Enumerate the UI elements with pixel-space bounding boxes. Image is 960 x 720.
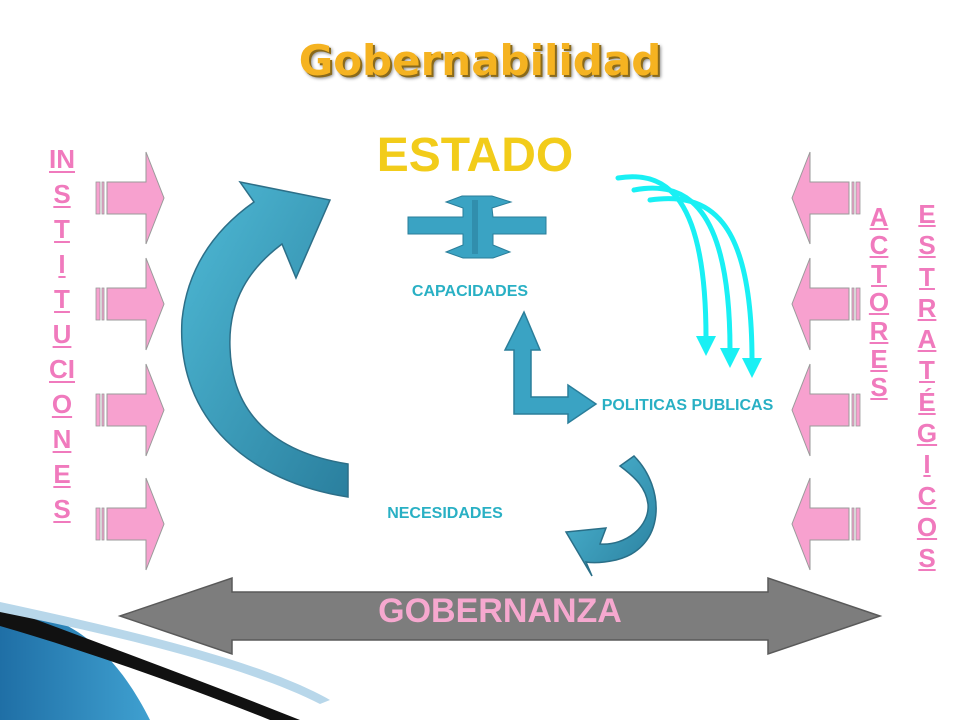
gobernanza-double-arrow: [117, 576, 883, 656]
cyan-arrowhead: [742, 358, 762, 378]
pink-arrow-right: [95, 363, 165, 457]
cyan-arrow: [647, 196, 755, 363]
cyan-arrowhead: [696, 336, 716, 356]
vertical-letter: R: [869, 315, 889, 346]
vertical-letter: T: [54, 214, 70, 244]
vertical-letter: C: [917, 480, 937, 511]
vertical-letter: S: [918, 230, 936, 261]
necesidades-label: NECESIDADES: [387, 505, 503, 522]
gobernanza-label: GOBERNANZA: [378, 592, 622, 630]
curved-arrow-politicas-to-necesidades: [564, 455, 657, 577]
vertical-letter: I: [58, 249, 66, 279]
actores-vertical-text: A C T O R E S: [864, 204, 894, 403]
vertical-letter: I: [923, 449, 931, 480]
vertical-letter: S: [53, 494, 71, 524]
vertical-letter: N: [52, 424, 72, 454]
pink-arrow-right: [95, 257, 165, 351]
cyan-arrowhead: [720, 348, 740, 368]
estado-label: ESTADO: [376, 129, 574, 182]
cyan-policy-arrows: [615, 174, 755, 363]
vertical-letter: A: [869, 202, 889, 232]
pink-arrow-left: [791, 257, 861, 351]
estado-capacidades-arrow: [407, 195, 547, 259]
vertical-letter: G: [916, 418, 938, 449]
page-title: Gobernabilidad: [298, 36, 662, 85]
pink-arrow-right: [95, 477, 165, 571]
vertical-letter: IN: [49, 144, 75, 174]
vertical-letter: T: [871, 258, 887, 289]
cyan-arrow: [631, 185, 733, 353]
estrategicos-vertical-text: E S T R A T É G I C O S: [910, 201, 944, 577]
vertical-letter: CI: [49, 354, 75, 384]
curved-arrow-necesidades-to-estado: [180, 180, 349, 498]
vertical-letter: C: [869, 230, 889, 261]
left-institution-arrows: [95, 151, 165, 571]
vertical-letter: S: [53, 179, 71, 209]
vertical-letter: S: [918, 543, 936, 574]
vertical-letter: R: [917, 292, 937, 323]
vertical-letter: E: [870, 343, 888, 374]
corner-swoosh-decoration: [0, 602, 330, 720]
vertical-letter: T: [919, 261, 935, 292]
pink-arrow-left: [791, 363, 861, 457]
vertical-letter: E: [53, 459, 71, 489]
vertical-letter: T: [919, 355, 935, 386]
vertical-letter: A: [917, 324, 937, 355]
politicas-publicas-label: POLITICAS PUBLICAS: [601, 397, 774, 414]
pink-arrow-left: [791, 477, 861, 571]
capacidades-politicas-elbow-arrow: [503, 310, 598, 425]
pink-arrow-right: [95, 151, 165, 245]
vertical-letter: T: [54, 284, 70, 314]
vertical-letter: É: [918, 386, 936, 417]
pink-arrow-left: [791, 151, 861, 245]
vertical-letter: U: [52, 319, 72, 349]
vertical-letter: O: [916, 511, 938, 542]
instituciones-vertical-text: IN S T I T U CI O N E S: [40, 146, 84, 531]
vertical-letter: S: [870, 372, 888, 403]
vertical-letter: O: [868, 287, 890, 318]
capacidades-label: CAPACIDADES: [411, 283, 529, 300]
right-actor-arrows: [791, 151, 861, 571]
vertical-letter: O: [51, 389, 73, 419]
vertical-letter: E: [918, 199, 936, 229]
